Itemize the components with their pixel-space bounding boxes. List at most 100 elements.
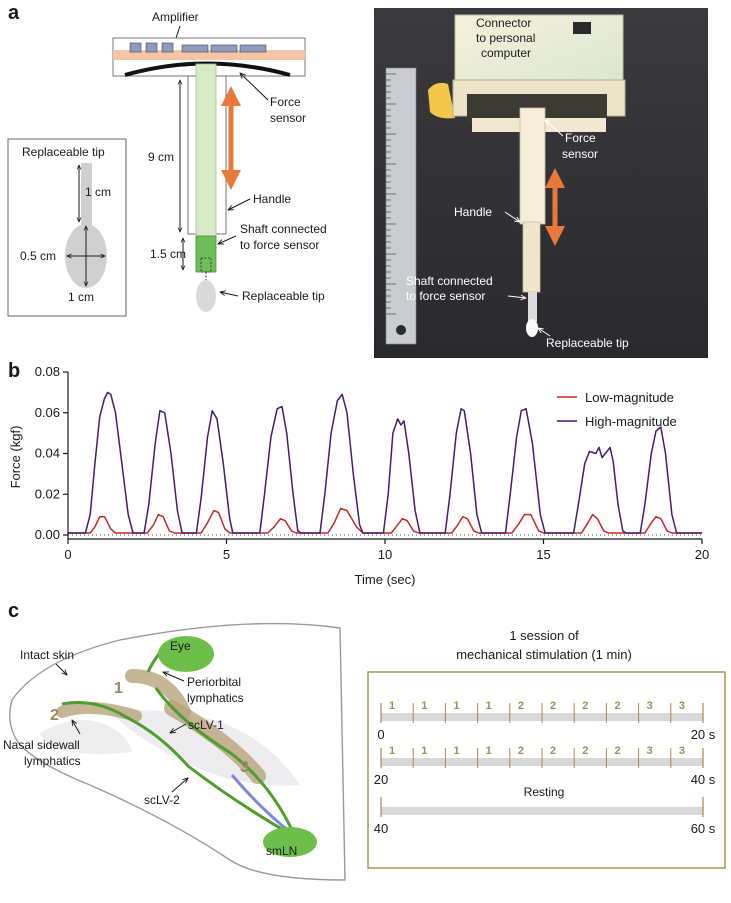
photo-handle: Handle: [454, 205, 492, 219]
timeline-start-2: 20: [374, 772, 388, 787]
photo-ruler: [385, 67, 417, 345]
x-tick-label: 15: [536, 547, 550, 562]
segment-label: 2: [614, 745, 620, 757]
force-sensor-beam: [124, 61, 291, 77]
photo-connector-2: to personal: [476, 31, 535, 45]
timeline-end-1: 20 s: [691, 727, 716, 742]
x-tick-label: 0: [64, 547, 71, 562]
eye-label: Eye: [170, 639, 191, 653]
segment-label: 1: [486, 700, 492, 712]
segment-label: 1: [486, 745, 492, 757]
force-sensor-label-1: Force: [270, 95, 301, 109]
x-axis-title: Time (sec): [355, 572, 416, 587]
replaceable-tip-inset: Replaceable tip 1 cm 0.5 cm 1 cm: [7, 138, 127, 317]
smln-label: smLN: [266, 844, 297, 858]
segment-label: 1: [421, 700, 427, 712]
photo-shaft-2: to force sensor: [406, 289, 485, 303]
session-title-2: mechanical stimulation (1 min): [456, 647, 632, 662]
photo-force-2: sensor: [562, 147, 598, 161]
session-frame: [367, 671, 726, 869]
nine-cm-label: 9 cm: [148, 150, 174, 164]
y-tick-label: 0.02: [35, 486, 60, 501]
photo-connector-3: computer: [481, 46, 531, 60]
y-tick-label: 0.04: [35, 446, 60, 461]
y-tick-label: 0.08: [35, 364, 60, 379]
eye-shape: [158, 636, 214, 672]
region-2-number: 2: [50, 707, 59, 724]
y-axis-title: Force (kgf): [8, 426, 23, 489]
inset-1cm-bottom: 1 cm: [68, 290, 94, 304]
segment-label: 3: [647, 745, 653, 757]
segment-label: 2: [582, 700, 588, 712]
photo-device-body: [428, 14, 626, 337]
sclv2-label: scLV-2: [144, 793, 180, 807]
nasal-2: lymphatics: [24, 754, 81, 768]
segment-label: 1: [453, 745, 459, 757]
inset-title: Replaceable tip: [22, 145, 105, 159]
chart-legend: Low-magnitude High-magnitude: [557, 390, 677, 429]
segment-label: 1: [389, 700, 395, 712]
panel-c-letter: c: [8, 600, 20, 622]
shaft-connector: [195, 235, 217, 273]
segment-label: 3: [679, 700, 685, 712]
photo-connector-1: Connector: [476, 16, 531, 30]
segment-label: 3: [679, 745, 685, 757]
force-sensor-label-2: sensor: [270, 111, 306, 125]
series-line-high-magnitude: [68, 391, 702, 534]
timeline-start-3: 40: [374, 821, 388, 836]
amplifier-board: [113, 50, 305, 60]
session-timeline: 1 session of mechanical stimulation (1 m…: [367, 628, 726, 869]
legend-high-magnitude: High-magnitude: [585, 414, 677, 429]
device-schematic: Amplifier Force sensor 9 cm Handle Shaft…: [112, 10, 327, 312]
amplifier-label: Amplifier: [152, 10, 199, 24]
panel-a-letter: a: [8, 2, 20, 24]
timeline-bar-3: [381, 807, 703, 815]
device-photo: Connector to personal computer Force sen…: [374, 8, 708, 358]
shaft-label-1: Shaft connected: [240, 222, 327, 236]
legend-low-magnitude: Low-magnitude: [585, 390, 674, 405]
panel-b-letter: b: [8, 360, 21, 382]
photo-tip: Replaceable tip: [546, 336, 629, 350]
timeline-end-3: 60 s: [691, 821, 716, 836]
sclv1-label: scLV-1: [188, 718, 224, 732]
replaceable-tip-label: Replaceable tip: [242, 289, 325, 303]
segment-label: 2: [518, 700, 524, 712]
intact-skin-label: Intact skin: [20, 648, 74, 662]
periorbital-1: Periorbital: [187, 675, 241, 689]
x-tick-label: 5: [223, 547, 230, 562]
resting-label: Resting: [524, 785, 565, 799]
segment-label: 2: [550, 745, 556, 757]
region-3-number: 3: [240, 759, 249, 776]
internal-shaft: [195, 63, 217, 237]
region-1-number: 1: [114, 680, 123, 697]
session-title-1: 1 session of: [509, 628, 579, 643]
segment-label: 2: [582, 745, 588, 757]
timeline-end-2: 40 s: [691, 772, 716, 787]
x-tick-label: 20: [695, 547, 709, 562]
inset-1cm-top: 1 cm: [85, 185, 111, 199]
segment-label: 1: [389, 745, 395, 757]
timeline-start-1: 0: [377, 727, 384, 742]
inset-05cm: 0.5 cm: [20, 249, 56, 263]
tip-shape: [196, 280, 216, 312]
periorbital-2: lymphatics: [187, 691, 244, 705]
shaft-label-2: to force sensor: [240, 238, 319, 252]
nasal-1: Nasal sidewall: [3, 738, 80, 752]
one-five-cm-label: 1.5 cm: [150, 247, 186, 261]
photo-shaft-1: Shaft connected: [406, 274, 493, 288]
lymphatics-illustration: Intact skin Eye Periorbital lymphatics s…: [3, 622, 346, 881]
y-tick-label: 0.06: [35, 405, 60, 420]
x-tick-label: 10: [378, 547, 392, 562]
segment-label: 3: [647, 700, 653, 712]
segment-label: 1: [453, 700, 459, 712]
photo-force-1: Force: [565, 131, 596, 145]
segment-label: 2: [614, 700, 620, 712]
segment-label: 2: [518, 745, 524, 757]
handle-label: Handle: [253, 192, 291, 206]
segment-label: 2: [550, 700, 556, 712]
y-tick-label: 0.00: [35, 527, 60, 542]
amplifier-chips: [129, 42, 267, 53]
smln-shape: [263, 827, 317, 857]
